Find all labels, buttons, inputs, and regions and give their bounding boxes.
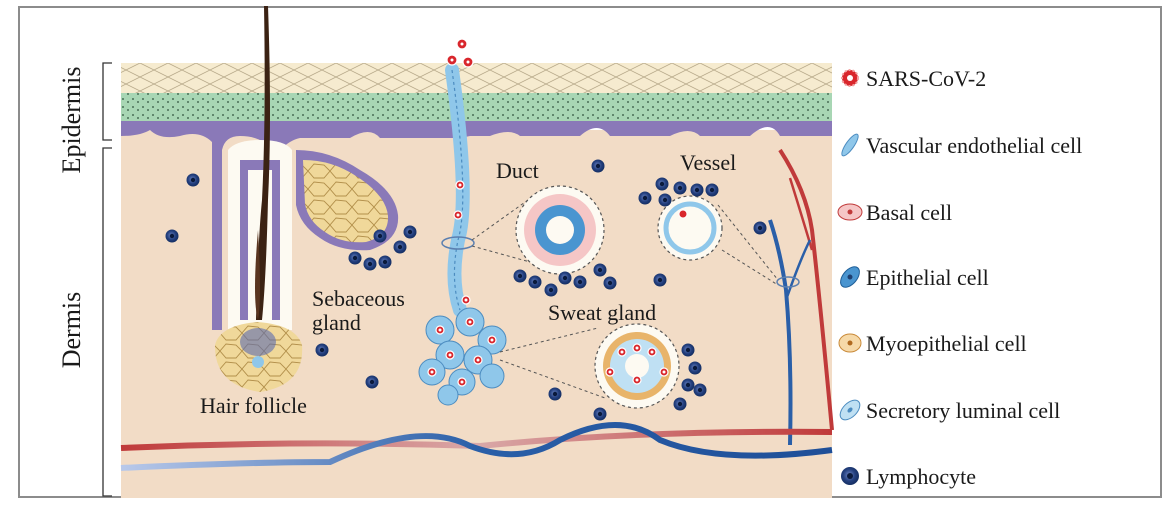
virus-particle (445, 350, 455, 360)
legend-label-5: Secretory luminal cell (866, 398, 1060, 423)
lymphocyte (365, 375, 379, 389)
legend-label-1: Vascular endothelial cell (866, 133, 1082, 158)
lymphocyte (591, 159, 605, 173)
secretory-luminal-cell-icon (839, 399, 861, 421)
virus-particle (465, 317, 475, 327)
lymphocyte (653, 273, 667, 287)
legend-label-3: Epithelial cell (866, 265, 989, 290)
legend-label-0: SARS-CoV-2 (866, 66, 986, 91)
lymphocyte (373, 229, 387, 243)
virus-particles (427, 38, 669, 387)
lymphocyte (558, 271, 572, 285)
legend-label-6: Lymphocyte (866, 464, 976, 489)
lymphocyte (165, 229, 179, 243)
lymphocyte (544, 283, 558, 297)
lymphocyte (393, 240, 407, 254)
lymphocyte (753, 221, 767, 235)
epithelial-cell-icon (840, 266, 860, 288)
virus-particle (605, 367, 615, 377)
lymphocyte-icon (841, 467, 859, 485)
lymphocyte (378, 255, 392, 269)
endothelial-cell-icon (841, 133, 859, 157)
lymphocyte (363, 257, 377, 271)
virus-particle (659, 367, 669, 377)
lymphocyte (705, 183, 719, 197)
lymphocyte (315, 343, 329, 357)
lymphocyte (658, 193, 672, 207)
virus-particle (435, 325, 445, 335)
duct-label: Duct (496, 158, 539, 183)
virus-particle (632, 375, 642, 385)
granular-layer (121, 93, 832, 123)
lymphocyte (603, 276, 617, 290)
basal-cell-icon (837, 203, 863, 221)
stratum-corneum-layer (121, 63, 832, 95)
virus-particle (647, 347, 657, 357)
legend-label-4: Myoepithelial cell (866, 331, 1027, 356)
virus-particle (457, 377, 467, 387)
artery-branch (778, 148, 834, 431)
myoepithelial-cell-icon (838, 333, 862, 353)
bottom-vein (120, 422, 833, 471)
epidermis-label: Epidermis (57, 67, 86, 174)
vessel-cross-section (657, 195, 779, 286)
hair-follicle-label: Hair follicle (200, 393, 307, 418)
virus-icon (841, 69, 859, 87)
virus-particle (461, 295, 471, 305)
lymphocyte (655, 177, 669, 191)
hair-shaft (256, 6, 270, 320)
lymphocyte (513, 269, 527, 283)
lymphocyte (403, 225, 417, 239)
lymphocyte (681, 378, 695, 392)
dermis-bracket (102, 147, 112, 497)
lymphocyte (681, 343, 695, 357)
virus-particle (617, 347, 627, 357)
dermis-label: Dermis (57, 292, 86, 369)
virus-particle (427, 367, 437, 377)
vessel-label: Vessel (680, 150, 736, 175)
lymphocyte (548, 387, 562, 401)
lymphocyte (673, 181, 687, 195)
lymphocyte (573, 275, 587, 289)
bottom-artery (120, 428, 833, 451)
virus-particle (487, 335, 497, 345)
virus-particle (455, 180, 465, 190)
sweat-gland-label: Sweat gland (548, 300, 656, 325)
lymphocyte (593, 407, 607, 421)
epidermis-bracket (102, 62, 112, 141)
lymphocytes (165, 159, 767, 421)
lymphocyte (673, 397, 687, 411)
virus-particle (453, 210, 463, 220)
sebaceous-label-line1: Sebaceous (312, 286, 405, 311)
vein-branch (768, 219, 793, 446)
virus-particle (632, 343, 642, 353)
lymphocyte (638, 191, 652, 205)
lymphocyte (693, 383, 707, 397)
virus-particle (462, 56, 474, 68)
lymphocyte (690, 183, 704, 197)
lymphocyte (688, 361, 702, 375)
lymphocyte (593, 263, 607, 277)
legend-label-2: Basal cell (866, 200, 952, 225)
legend: SARS-CoV-2 Vascular endothelial cell Bas… (837, 66, 1082, 489)
virus-particle (473, 355, 483, 365)
lymphocyte (528, 275, 542, 289)
duct-cross-section (471, 185, 605, 275)
virus-particle (446, 54, 458, 66)
lymphocyte (186, 173, 200, 187)
virus-particle (456, 38, 468, 50)
lymphocyte (348, 251, 362, 265)
sebaceous-label-line2: gland (312, 310, 361, 335)
